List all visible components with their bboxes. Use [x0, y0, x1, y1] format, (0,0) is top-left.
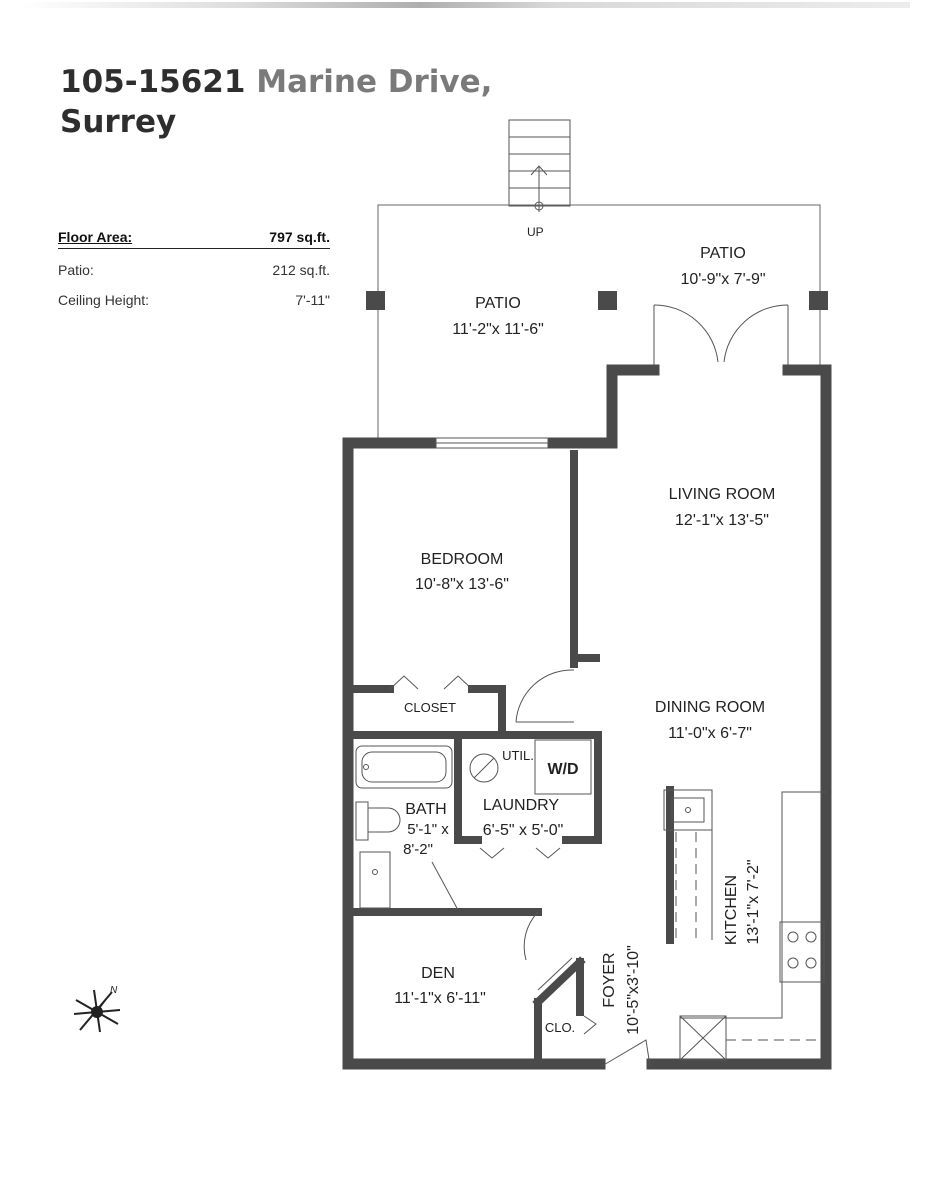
- page-title: 105-15621 Marine Drive, Surrey: [60, 62, 492, 142]
- patio-french-doors: [653, 304, 789, 365]
- den-name: DEN: [421, 965, 455, 982]
- foyer-dims: 10'-5"x3'-10": [625, 945, 642, 1035]
- bath-fixtures: [355, 745, 453, 909]
- patio-post-right: [809, 291, 828, 310]
- patio-left-name: PATIO: [475, 295, 521, 312]
- patio-label: Patio:: [58, 262, 94, 278]
- ceiling-value: 7'-11": [295, 292, 330, 308]
- floor-area-label: Floor Area:: [58, 229, 133, 245]
- ceiling-label: Ceiling Height:: [58, 292, 150, 308]
- room-labels: PATIO 11'-2"x 11'-6" PATIO 10'-9"x 7'-9"…: [394, 245, 775, 1035]
- bedroom-dims: 10'-8"x 13'-6": [415, 576, 509, 593]
- floor-area-value: 797 sq.ft.: [269, 229, 330, 245]
- patio-left-dims: 11'-2"x 11'-6": [452, 321, 544, 338]
- stairs-up-label: UP: [527, 225, 544, 239]
- den-dims: 11'-1"x 6'-11": [394, 990, 486, 1007]
- dining-room-dims: 11'-0"x 6'-7": [668, 725, 752, 742]
- spec-row-ceiling: Ceiling Height: 7'-11": [58, 285, 330, 315]
- bedroom-window: [435, 437, 549, 449]
- north-arrow-icon: [73, 989, 121, 1033]
- stairs: [508, 119, 571, 212]
- address-street: Marine Drive,: [256, 64, 493, 100]
- kitchen-dims: 13'-1"x 7'-2": [745, 859, 762, 944]
- top-scan-rule: [20, 2, 910, 8]
- washer-dryer-label: W/D: [547, 761, 578, 778]
- bath-dims-line-1: 5'-1" x: [407, 821, 449, 838]
- bath-dims-line-2: 8'-2": [403, 841, 433, 858]
- patio-post-left: [366, 291, 385, 310]
- interior-walls: [348, 450, 674, 1064]
- north-label: N: [110, 985, 118, 996]
- den-closet-label: CLO.: [545, 1020, 575, 1035]
- util-label: UTIL.: [502, 748, 534, 763]
- bedroom-name: BEDROOM: [421, 551, 504, 568]
- doors: [389, 669, 651, 1067]
- laundry-fixtures: [469, 739, 592, 795]
- address-unit-number: 105-15621: [60, 64, 257, 100]
- rotated-room-labels: KITCHEN 13'-1"x 7'-2" FOYER 10'-5"x3'-10…: [601, 859, 762, 1034]
- laundry-name: LAUNDRY: [483, 797, 560, 814]
- living-room-dims: 12'-1"x 13'-5": [675, 512, 769, 529]
- closet-name: CLOSET: [404, 700, 456, 715]
- patio-value: 212 sq.ft.: [272, 262, 330, 278]
- specs-table: Floor Area: 797 sq.ft. Patio: 212 sq.ft.…: [58, 226, 330, 315]
- address-line-1: 105-15621 Marine Drive,: [60, 62, 492, 102]
- dining-room-name: DINING ROOM: [655, 699, 765, 716]
- kitchen-label: KITCHEN: [723, 875, 740, 945]
- patio-outline: [377, 204, 821, 440]
- laundry-dims: 6'-5" x 5'-0": [483, 822, 564, 839]
- bath-name: BATH: [405, 801, 446, 818]
- patio-post-middle: [598, 291, 617, 310]
- exterior-walls: [342, 364, 832, 1070]
- patio-right-name: PATIO: [700, 245, 746, 262]
- spec-row-patio: Patio: 212 sq.ft.: [58, 255, 330, 285]
- patio-right-dims: 10'-9"x 7'-9": [680, 271, 765, 288]
- living-room-name: LIVING ROOM: [669, 486, 776, 503]
- kitchen-fixtures: [663, 789, 826, 1061]
- foyer-label: FOYER: [601, 952, 618, 1007]
- spec-row-floor-area: Floor Area: 797 sq.ft.: [58, 226, 330, 249]
- address-line-2: Surrey: [60, 104, 177, 140]
